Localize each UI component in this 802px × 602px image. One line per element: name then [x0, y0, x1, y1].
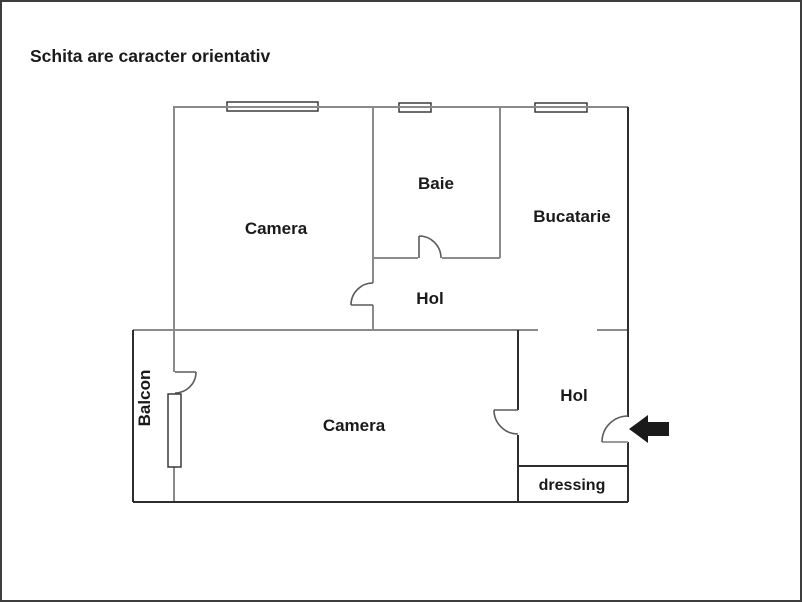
door-baie-icon — [418, 235, 442, 259]
door-balcony-icon — [174, 371, 197, 394]
walls-dark — [132, 107, 629, 503]
room-label-hol-bottom: Hol — [560, 386, 587, 405]
room-label-camera-bottom: Camera — [323, 416, 386, 435]
door-entrance-arc-icon — [601, 415, 629, 443]
room-label-hol-top: Hol — [416, 289, 443, 308]
door-camera-lower-icon — [493, 409, 519, 435]
window-balcony-icon — [167, 393, 182, 468]
entrance-arrow-icon — [629, 415, 669, 443]
doors — [174, 235, 629, 443]
disclaimer-title: Schita are caracter orientativ — [30, 46, 271, 66]
door-hol-camera-icon — [350, 282, 374, 306]
walls-gray — [133, 106, 628, 502]
room-label-dressing: dressing — [539, 477, 606, 494]
room-labels: Camera Baie Bucatarie Hol Balcon Camera … — [135, 174, 611, 494]
room-label-baie: Baie — [418, 174, 454, 193]
room-label-balcon: Balcon — [135, 370, 154, 427]
room-label-camera-top: Camera — [245, 219, 308, 238]
room-label-bucatarie: Bucatarie — [533, 207, 610, 226]
